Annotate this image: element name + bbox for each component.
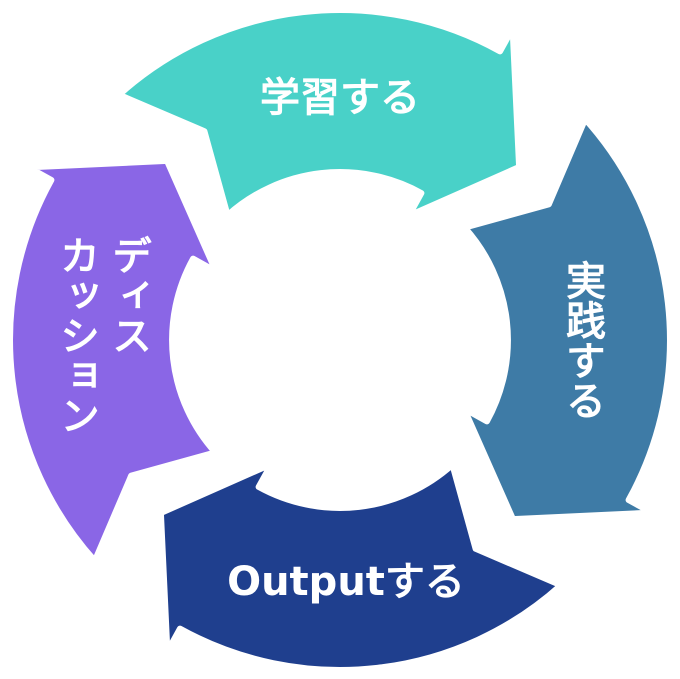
- segment-discussion-label-line2: カッション: [53, 235, 99, 435]
- segment-discussion: ディス カッション: [7, 157, 219, 564]
- segment-output-label: Outputする: [227, 559, 465, 605]
- segment-learn-label: 学習する: [260, 75, 420, 121]
- segment-discussion-arrow: [7, 157, 219, 564]
- segment-learn: 学習する: [116, 7, 523, 219]
- segment-practice-arrow: [461, 116, 673, 523]
- segment-discussion-label-line1: ディス: [105, 235, 151, 355]
- segment-practice-label: 実践する: [559, 260, 606, 420]
- segment-output-arrow: [157, 461, 564, 673]
- segment-learn-arrow: [116, 7, 523, 219]
- segment-practice: 実践する: [461, 116, 673, 523]
- segment-output: Outputする: [157, 461, 564, 673]
